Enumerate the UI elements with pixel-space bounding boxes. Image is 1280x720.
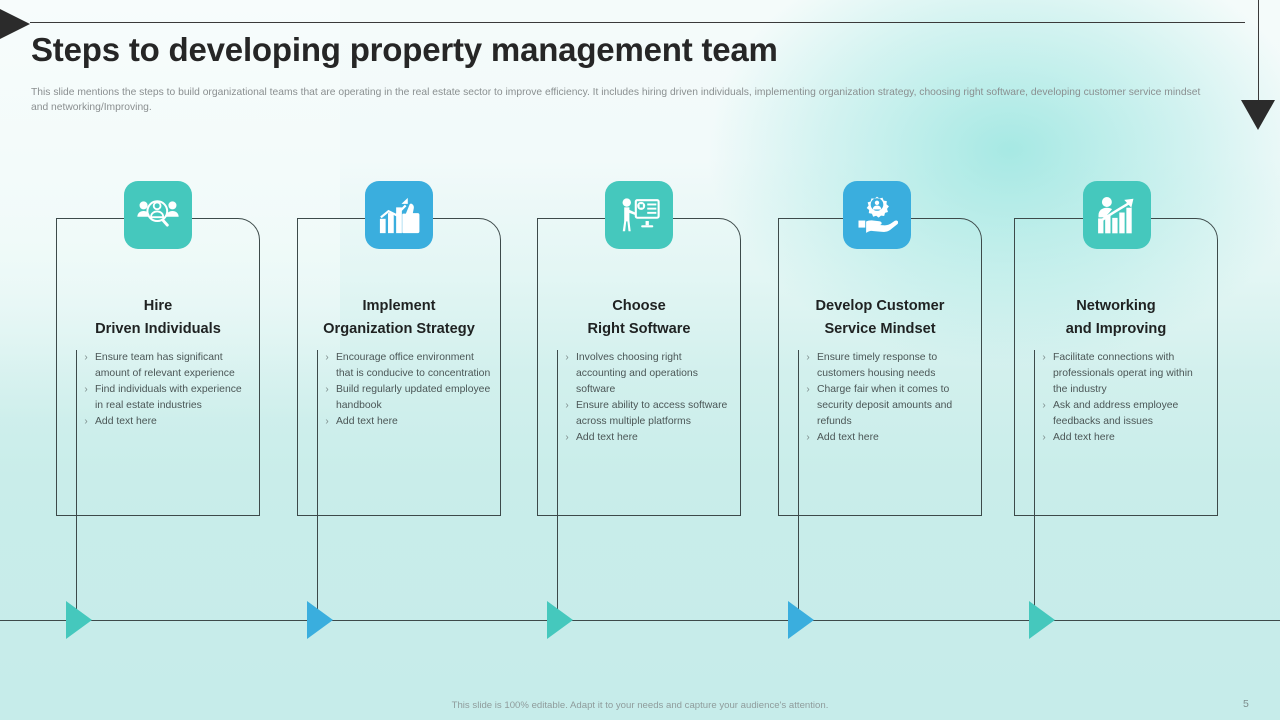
step-bullet-item: › Add text here [77,414,250,430]
step-bullet-list: › Involves choosing right accounting and … [557,350,731,620]
step-bullet-list: › Ensure team has significant amount of r… [76,350,250,620]
step-title-line2: and Improving [1065,321,1167,337]
step-title-line2: Service Mindset [824,321,936,337]
step-bullet-text: Encourage office environment that is con… [336,352,491,379]
step-bullet-list: › Facilitate connections with professiona… [1034,350,1208,620]
step-title-line1: Networking [1076,298,1156,314]
step-connector-line [76,350,77,620]
step-bullet-item: › Ask and address employee feedbacks and … [1035,398,1208,430]
step-bullet-item: › Add text here [318,414,491,430]
chevron-right-icon: › [806,352,810,363]
step-bullet-text: Add text here [336,416,398,427]
step-bullet-text: Ensure timely response to customers hous… [817,352,938,379]
chevron-right-icon: › [565,432,569,443]
step-bullet-item: › Ensure ability to access software acros… [558,398,731,430]
people-search-icon [124,181,192,249]
step-bullet-text: Ensure ability to access software across… [576,400,728,427]
step-bullet-item: › Facilitate connections with professiona… [1035,350,1208,398]
step-bullet-text: Add text here [817,432,879,443]
footer-note: This slide is 100% editable. Adapt it to… [451,700,829,711]
step-title-line1: Implement [362,298,436,314]
header-arrow-down-icon [1241,100,1275,130]
step-bullet-item: › Ensure team has significant amount of r… [77,350,250,382]
step-bullet-item: › Build regularly updated employee handbo… [318,382,491,414]
step-title-line2: Right Software [587,321,691,337]
step-connector-line [557,350,558,620]
timeline-axis [0,620,1280,621]
timeline-arrow-icon [66,601,92,639]
step-bullet-item: › Involves choosing right accounting and … [558,350,731,398]
step-bullet-text: Facilitate connections with professional… [1053,352,1193,395]
step-bullet-text: Find individuals with experience in real… [95,384,242,411]
header-rule [30,22,1245,23]
chevron-right-icon: › [325,416,329,427]
chevron-right-icon: › [565,400,569,411]
step-title-line2: Driven Individuals [95,321,221,337]
presenter-monitor-icon [605,181,673,249]
chevron-right-icon: › [84,416,88,427]
step-title-line1: Hire [143,298,173,314]
chevron-right-icon: › [325,384,329,395]
chevron-right-icon: › [1042,432,1046,443]
step-bullet-text: Add text here [576,432,638,443]
step-bullet-list: › Ensure timely response to customers hou… [798,350,972,620]
step-title-line2: Organization Strategy [323,321,475,337]
chevron-right-icon: › [325,352,329,363]
timeline-arrow-icon [1029,601,1055,639]
step-connector-line [798,350,799,620]
timeline-arrow-icon [788,601,814,639]
step-bullet-text: Involves choosing right accounting and o… [576,352,698,395]
step-title-line1: Choose [612,298,666,314]
page-subtitle: This slide mentions the steps to build o… [31,87,1201,113]
chevron-right-icon: › [84,352,88,363]
step-bullet-item: › Charge fair when it comes to security d… [799,382,972,430]
bar-chart-thumbs-up-icon [365,181,433,249]
step-bullet-item: › Add text here [558,430,731,446]
step-title-line1: Develop Customer [815,298,945,314]
step-bullet-text: Ask and address employee feedbacks and i… [1053,400,1179,427]
hand-gear-person-icon [843,181,911,249]
step-bullet-text: Ensure team has significant amount of re… [95,352,235,379]
step-bullet-item: › Add text here [1035,430,1208,446]
step-bullet-item: › Add text here [799,430,972,446]
step-title: Networking and Improving [1014,295,1218,341]
step-bullet-item: › Find individuals with experience in rea… [77,382,250,414]
person-growth-chart-icon [1083,181,1151,249]
header-arrow-right-icon [0,9,30,39]
step-bullet-item: › Encourage office environment that is co… [318,350,491,382]
step-bullet-text: Add text here [95,416,157,427]
timeline-arrow-icon [547,601,573,639]
timeline-arrow-icon [307,601,333,639]
step-bullet-item: › Ensure timely response to customers hou… [799,350,972,382]
chevron-right-icon: › [1042,400,1046,411]
chevron-right-icon: › [806,384,810,395]
chevron-right-icon: › [1042,352,1046,363]
step-bullet-text: Add text here [1053,432,1115,443]
step-connector-line [1034,350,1035,620]
page-number: 5 [1243,698,1249,710]
chevron-right-icon: › [565,352,569,363]
page-title: Steps to developing property management … [31,31,778,68]
step-connector-line [317,350,318,620]
step-bullet-text: Build regularly updated employee handboo… [336,384,491,411]
top-right-vertical-line [1258,0,1259,102]
step-bullet-list: › Encourage office environment that is co… [317,350,491,620]
chevron-right-icon: › [84,384,88,395]
chevron-right-icon: › [806,432,810,443]
step-bullet-text: Charge fair when it comes to security de… [817,384,953,427]
